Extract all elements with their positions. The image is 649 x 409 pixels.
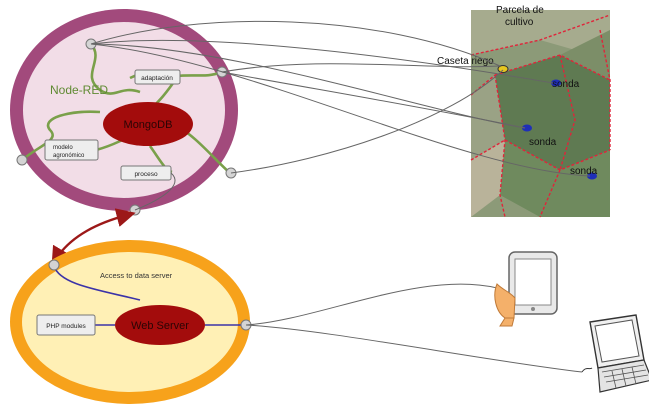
php-modules-box [36,314,96,336]
bidirectional-link-arrow [51,208,136,267]
adaptacion-module [134,69,181,85]
probe-label-3: sonda [570,166,598,177]
modelo-label-line1: modelo [53,145,73,151]
probe-label-2: sonda [529,137,557,148]
web-server-group: Access to data server PHP modules Web Se… [10,240,252,404]
web-server-label: Web Server [131,320,189,332]
adaptacion-label: adaptación [141,75,173,82]
probe-marker-2 [522,124,532,132]
parcel-label-line2: cultivo [505,17,534,28]
web-server-node [115,305,205,345]
probe-label-1: sonda [552,79,580,90]
client-links [245,283,583,373]
probe-marker-3 [587,172,597,180]
field-map: Parcela de cultivo Caseta riego sonda so… [437,5,611,218]
web-server-wires [53,265,246,326]
tablet-icon [494,251,558,327]
access-data-server-label: Access to data server [100,271,173,280]
node-red-label: Node-RED [50,83,108,97]
proceso-label: proceso [134,171,158,178]
booth-label: Caseta riego [437,56,494,67]
mongodb-node [103,102,193,146]
laptop-icon [581,314,649,393]
probe-marker-1 [551,79,561,87]
modelo-agronomico-module [44,139,99,161]
parcel-label-line1: Parcela de [496,5,544,16]
php-modules-label: PHP modules [46,323,86,330]
sensor-links [90,20,591,211]
field-boundaries [470,14,611,218]
node-red-group: MongoDB Node-RED adaptación modelo agron… [10,9,238,216]
web-server-port-top [48,259,60,271]
node-red-port-left [16,154,28,166]
modelo-label-line2: agronómico [53,153,85,159]
mongodb-label: MongoDB [124,119,173,131]
irrigation-booth-marker [497,65,509,73]
